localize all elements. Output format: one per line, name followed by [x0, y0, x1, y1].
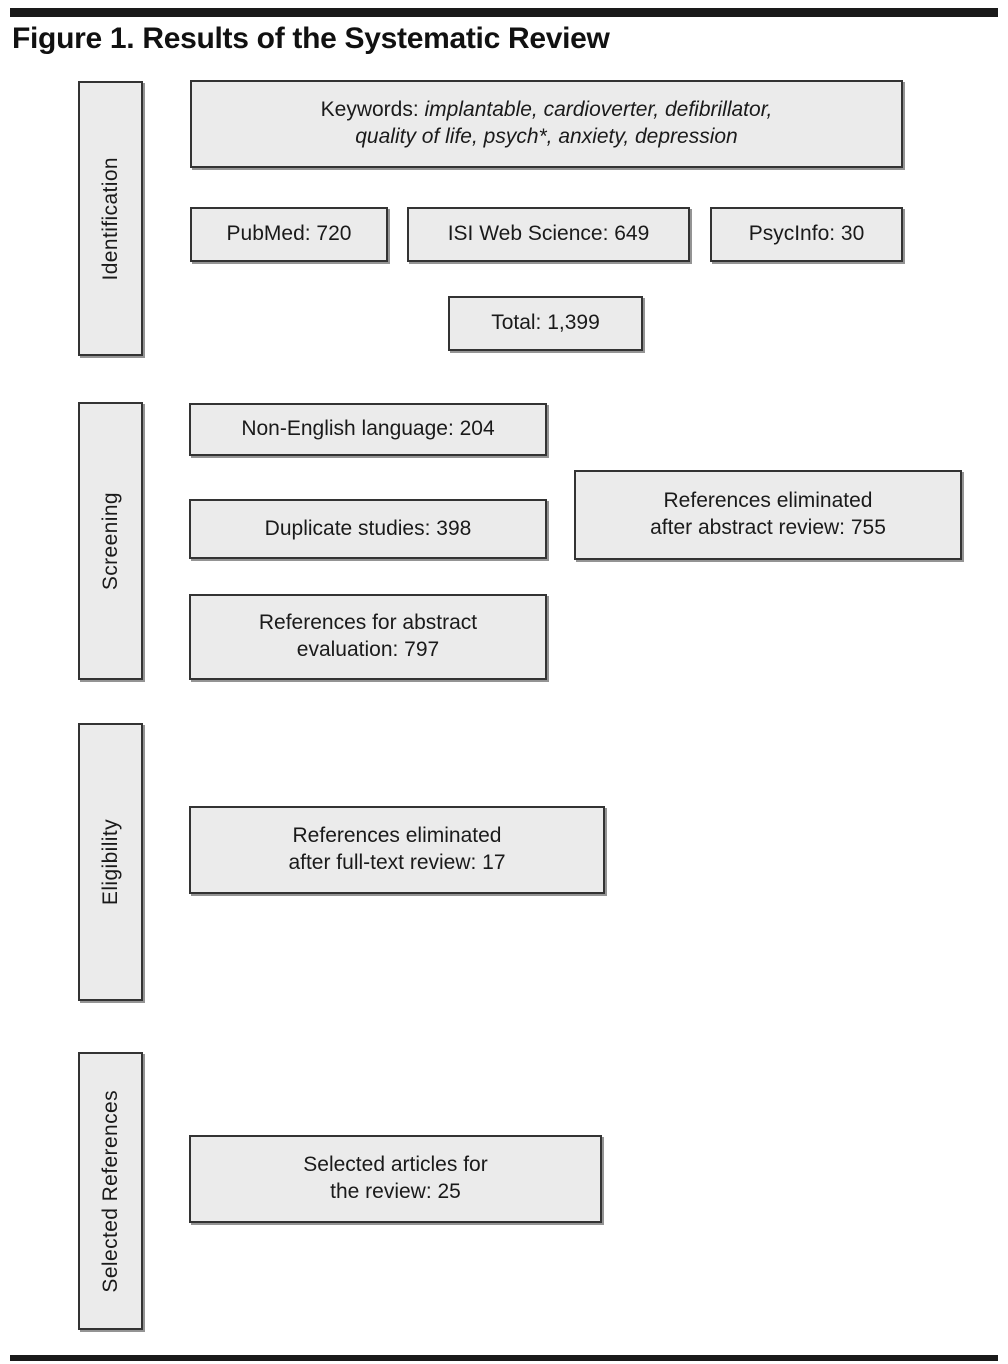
stage-label-screening-text: Screening: [98, 491, 122, 591]
keywords-terms-line-2: quality of life, psych*, anxiety, depres…: [355, 125, 738, 148]
screening-box-duplicates-label: Duplicate studies: 398: [264, 516, 472, 540]
stage-label-eligibility-text: Eligibility: [98, 818, 122, 906]
stage-label-selected-references-text: Selected References: [98, 1089, 122, 1293]
stage-label-screening: Screening: [78, 402, 143, 680]
selected-articles-box-line-1: Selected articles for: [303, 1153, 488, 1177]
top-rule: [10, 8, 998, 17]
keywords-terms-line-1: implantable, cardioverter, defibrillator…: [424, 98, 773, 122]
screening-box-abstract-evaluation-line-1: References for abstract: [258, 611, 478, 635]
abstract-excluded-box-line-2: after abstract review: 755: [650, 516, 886, 539]
screening-box-abstract-evaluation: References for abstract evaluation: 797: [189, 594, 547, 680]
stage-label-selected-references: Selected References: [78, 1052, 143, 1330]
screening-box-non-english-label: Non-English language: 204: [241, 417, 495, 441]
fulltext-excluded-box-line-2: after full-text review: 17: [288, 851, 506, 874]
stage-label-identification-text: Identification: [98, 156, 122, 281]
figure-title: Figure 1. Results of the Systematic Revi…: [12, 22, 610, 55]
stage-label-eligibility: Eligibility: [78, 723, 143, 1001]
abstract-excluded-box: References eliminated after abstract rev…: [574, 470, 962, 560]
selected-articles-box-line-2: the review: 25: [330, 1180, 461, 1203]
keywords-line-1: Keywords: implantable, cardioverter, def…: [200, 97, 893, 124]
stage-label-identification: Identification: [78, 81, 143, 356]
source-box-psycinfo-label: PsycInfo: 30: [748, 222, 865, 246]
selected-articles-box: Selected articles for the review: 25: [189, 1135, 602, 1223]
source-box-isi-web-science: ISI Web Science: 649: [407, 207, 690, 262]
source-box-pubmed-label: PubMed: 720: [226, 222, 352, 246]
fulltext-excluded-box: References eliminated after full-text re…: [189, 806, 605, 894]
screening-box-duplicates: Duplicate studies: 398: [189, 499, 547, 559]
bottom-rule: [10, 1355, 998, 1361]
total-box-label: Total: 1,399: [491, 311, 600, 335]
abstract-excluded-box-line-1: References eliminated: [663, 489, 873, 513]
fulltext-excluded-box-line-1: References eliminated: [292, 824, 502, 848]
screening-box-abstract-evaluation-line-2: evaluation: 797: [296, 638, 440, 661]
source-box-isi-web-science-label: ISI Web Science: 649: [447, 222, 650, 246]
keywords-prefix: Keywords:: [320, 98, 425, 122]
total-box: Total: 1,399: [448, 296, 643, 351]
source-box-pubmed: PubMed: 720: [190, 207, 388, 262]
keywords-box: Keywords: implantable, cardioverter, def…: [190, 80, 903, 168]
screening-box-non-english: Non-English language: 204: [189, 403, 547, 456]
source-box-psycinfo: PsycInfo: 30: [710, 207, 903, 262]
